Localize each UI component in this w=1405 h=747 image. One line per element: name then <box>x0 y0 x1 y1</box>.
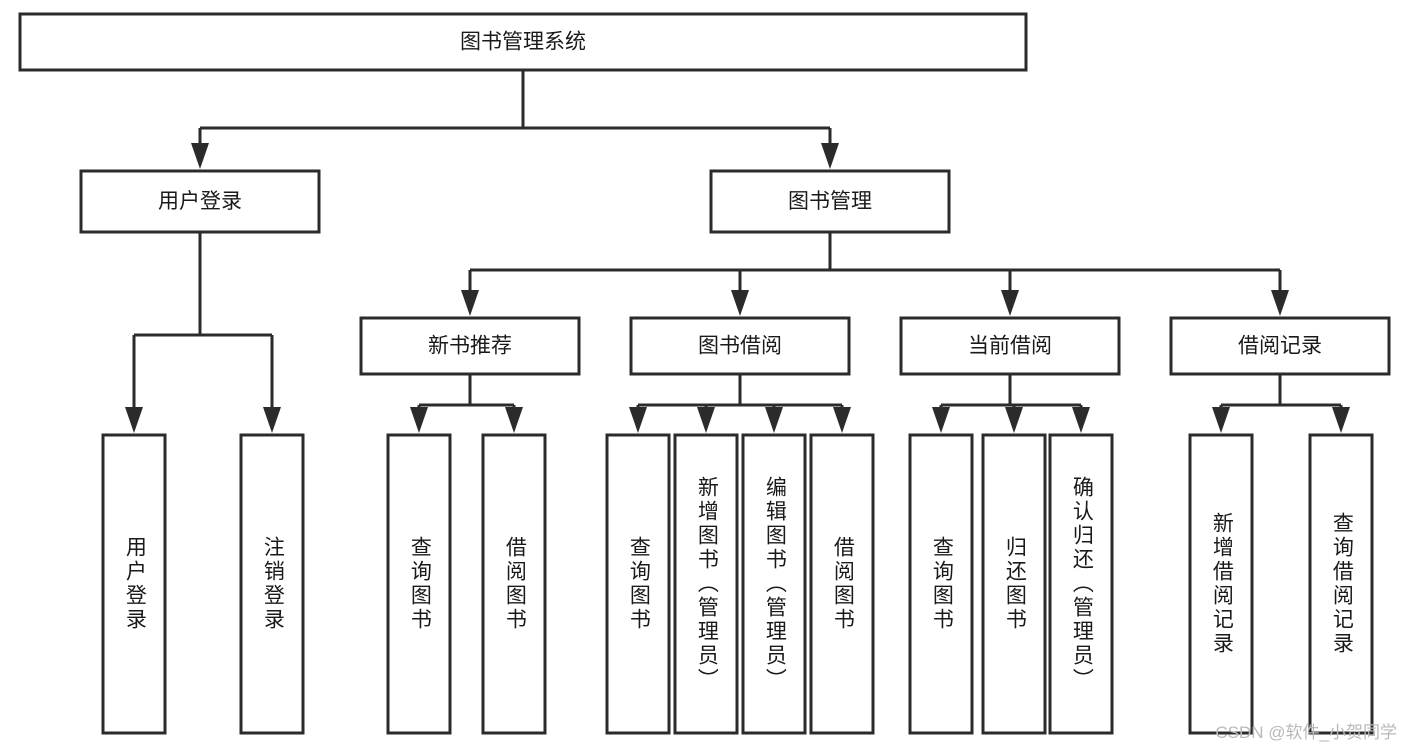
level3-node-2[interactable] <box>899 316 1121 376</box>
level3-node-0-label: 新书推荐 <box>428 335 512 358</box>
level3-node-0[interactable] <box>359 316 581 376</box>
level3-node-2-label: 当前借阅 <box>968 335 1052 358</box>
arrow-head-icon <box>731 290 749 316</box>
arrow-head-icon <box>932 407 950 433</box>
leaf-node-6[interactable] <box>741 433 807 735</box>
arrow-head-icon <box>410 407 428 433</box>
leaf-node-11[interactable] <box>1188 433 1254 735</box>
leaf-node-0[interactable] <box>101 433 167 735</box>
root-node-book-management-system-label: 图书管理系统 <box>460 31 586 54</box>
level3-node-1[interactable] <box>629 316 851 376</box>
root-node-book-management-system[interactable] <box>18 12 1028 72</box>
arrow-head-icon <box>765 407 783 433</box>
arrow-head-icon <box>1212 407 1230 433</box>
arrow-head-icon <box>821 143 839 169</box>
arrow-head-icon <box>461 290 479 316</box>
leaf-node-12[interactable] <box>1308 433 1374 735</box>
arrow-head-icon <box>263 407 281 433</box>
leaf-node-9[interactable] <box>981 433 1047 735</box>
nodes-layer <box>18 12 1391 735</box>
level2-node-1-label: 图书管理 <box>788 190 872 213</box>
arrow-head-icon <box>125 407 143 433</box>
arrow-head-icon <box>1332 407 1350 433</box>
arrow-head-icon <box>1005 407 1023 433</box>
arrow-head-icon <box>1001 290 1019 316</box>
leaf-node-4[interactable] <box>605 433 671 735</box>
level3-node-3[interactable] <box>1169 316 1391 376</box>
arrow-head-icon <box>191 143 209 169</box>
leaf-node-1[interactable] <box>239 433 305 735</box>
connectors-layer <box>125 70 1350 433</box>
arrow-head-icon <box>1072 407 1090 433</box>
arrow-head-icon <box>505 407 523 433</box>
arrow-head-icon <box>629 407 647 433</box>
arrow-head-icon <box>1271 290 1289 316</box>
leaf-node-5[interactable] <box>673 433 739 735</box>
level2-node-0[interactable] <box>79 169 321 234</box>
leaf-node-7[interactable] <box>809 433 875 735</box>
level3-node-1-label: 图书借阅 <box>698 335 782 358</box>
level2-node-0-label: 用户登录 <box>158 190 242 213</box>
level3-node-3-label: 借阅记录 <box>1238 335 1322 358</box>
leaf-node-8[interactable] <box>908 433 974 735</box>
level2-node-1[interactable] <box>709 169 951 234</box>
leaf-node-10[interactable] <box>1048 433 1114 735</box>
arrow-head-icon <box>697 407 715 433</box>
leaf-node-3[interactable] <box>481 433 547 735</box>
leaf-node-2[interactable] <box>386 433 452 735</box>
watermark-text: CSDN @软件_小贺同学 <box>1215 723 1397 742</box>
arrow-head-icon <box>833 407 851 433</box>
